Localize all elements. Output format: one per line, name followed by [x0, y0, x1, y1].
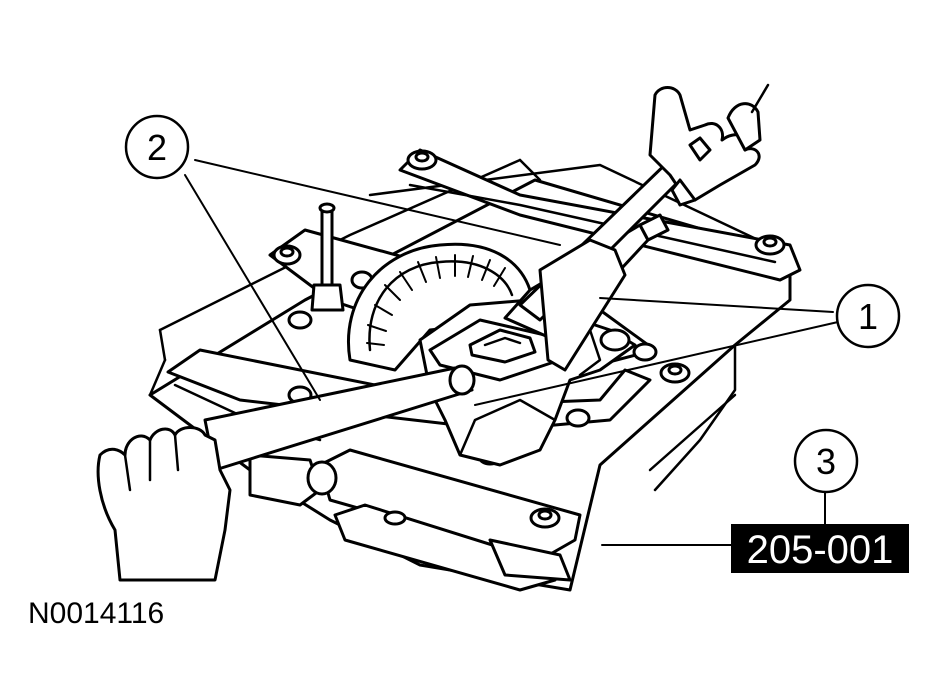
figure-code: N0014116: [28, 597, 164, 630]
leader-lines: [184, 159, 839, 546]
slide-bracket: [248, 448, 582, 592]
tool-number-box: 205-001: [731, 524, 909, 573]
callout-2-label: 2: [147, 127, 167, 168]
upper-hand: [648, 83, 770, 207]
callout-1: 1: [835, 283, 901, 349]
lower-hand: [96, 426, 232, 582]
tool-number: 205-001: [747, 528, 894, 572]
callout-2: 2: [124, 114, 190, 180]
upper-wrench: [503, 153, 692, 372]
callout-3: 3: [793, 428, 859, 494]
guide-pin: [310, 202, 345, 312]
callout-1-label: 1: [858, 296, 878, 337]
lower-bar: [203, 364, 476, 472]
callout-3-label: 3: [816, 441, 836, 482]
ring-gear: [347, 242, 532, 372]
